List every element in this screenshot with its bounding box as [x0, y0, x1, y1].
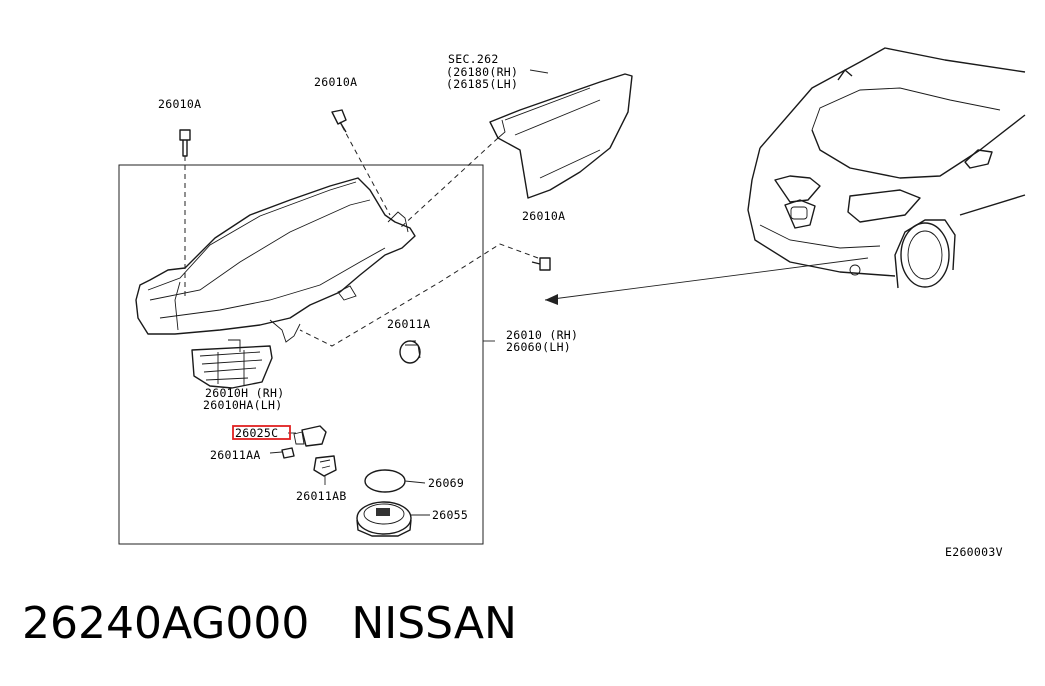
label-bulb-ab: 26011AB [296, 489, 347, 503]
bulb-26011aa [281, 447, 295, 459]
vehicle-location-sketch [747, 47, 1026, 289]
assembly-line [341, 125, 391, 216]
assembly-frame [118, 164, 484, 545]
label-bracket-lh: 26010HA(LH) [203, 398, 282, 412]
label-bolt-26010a: 26010A [158, 97, 201, 111]
seal-26069 [364, 469, 406, 493]
label-sec-ref: SEC.262 [448, 52, 499, 66]
bulb-cap-26011a [399, 340, 421, 364]
part-number: 26240AG000 [22, 598, 310, 649]
label-assembly-lh: 26060(LH) [506, 340, 571, 354]
label-bulb-aa: 26011AA [210, 448, 261, 462]
label-bracket-rh: 26010H (RH) [205, 386, 284, 400]
label-bolt-26010a: 26010A [522, 209, 565, 223]
assembly-line [399, 137, 499, 229]
label-sec-lh: (26185(LH) [446, 77, 518, 91]
headlamp-housing [135, 177, 416, 343]
bolt-icon [179, 129, 191, 157]
socket-26025c [293, 425, 327, 447]
bulb-26011ab [313, 455, 337, 477]
cover-part-sec-262 [489, 73, 633, 199]
label-seal: 26069 [428, 476, 464, 490]
label-socket-highlighted: 26025C [235, 426, 278, 440]
bracket-26010h [191, 339, 273, 389]
bolt-icon [531, 257, 551, 271]
assembly-line [299, 243, 539, 347]
brand-name: NISSAN [351, 598, 517, 649]
label-bolt-26010a: 26010A [314, 75, 357, 89]
location-arrow [544, 257, 869, 301]
parts-diagram: 26010A 26010A SEC.262 (26180(RH) (26185(… [118, 47, 1026, 559]
label-assembly-rh: 26010 (RH) [506, 328, 578, 342]
arrow-head-icon [545, 294, 558, 305]
label-ballast: 26055 [432, 508, 468, 522]
label-bulb-cap: 26011A [387, 317, 430, 331]
part-caption: 26240AG000 NISSAN [22, 598, 517, 649]
highlight-box [232, 425, 291, 440]
ballast-26055 [356, 501, 412, 537]
diagram-code: E260003V [945, 545, 1003, 559]
label-sec-rh: (26180(RH) [446, 65, 518, 79]
